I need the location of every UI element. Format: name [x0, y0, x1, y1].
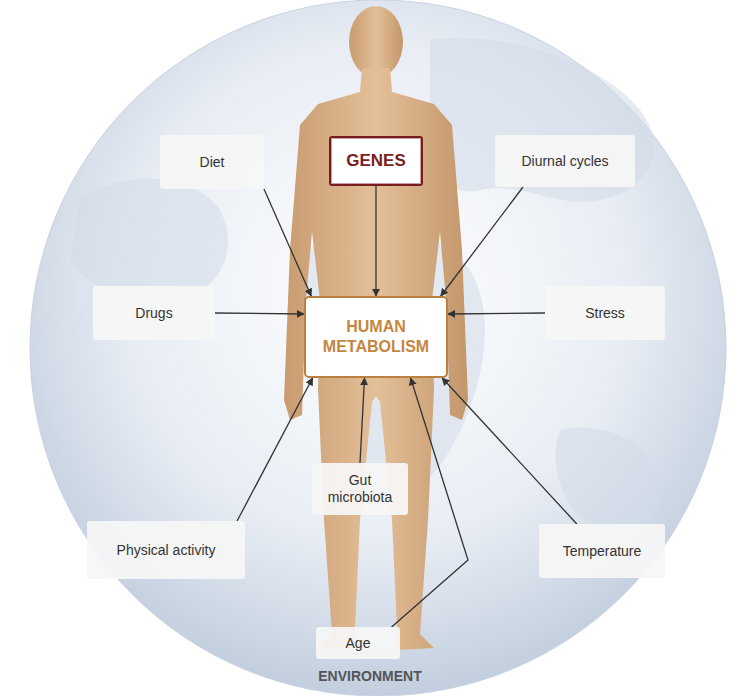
arrow-connector [264, 189, 311, 296]
arrow-connector [215, 313, 304, 314]
factor-box: Age [316, 627, 400, 659]
arrow-connector [375, 186, 376, 296]
node-text: Drugs [135, 305, 172, 322]
node-text: Diet [200, 154, 225, 171]
node-text: GENES [346, 151, 406, 171]
factor-box: Drugs [93, 286, 215, 340]
arrow-connector [360, 378, 365, 463]
arrow-connector [237, 378, 313, 521]
node-text: Age [346, 635, 371, 652]
node-text: Temperature [563, 543, 642, 560]
node-text: Stress [585, 305, 625, 322]
factor-box: Gut microbiota [312, 463, 408, 515]
environment-label: ENVIRONMENT [0, 668, 740, 684]
factor-box: Diurnal cycles [495, 135, 635, 187]
arrow-connector [448, 313, 545, 314]
factor-box: Physical activity [87, 521, 245, 579]
node-text: Physical activity [117, 542, 216, 559]
factor-box: Diet [160, 135, 264, 189]
factor-box: Stress [545, 286, 665, 340]
arrow-connector [442, 378, 577, 524]
genes-box: GENES [329, 136, 423, 186]
node-text: Diurnal cycles [521, 153, 608, 170]
node-text: HUMAN METABOLISM [316, 317, 436, 357]
arrow-connector [441, 187, 523, 296]
factor-box: Temperature [539, 524, 665, 578]
node-text: Gut microbiota [320, 472, 400, 506]
metabolism-box: HUMAN METABOLISM [304, 296, 448, 378]
